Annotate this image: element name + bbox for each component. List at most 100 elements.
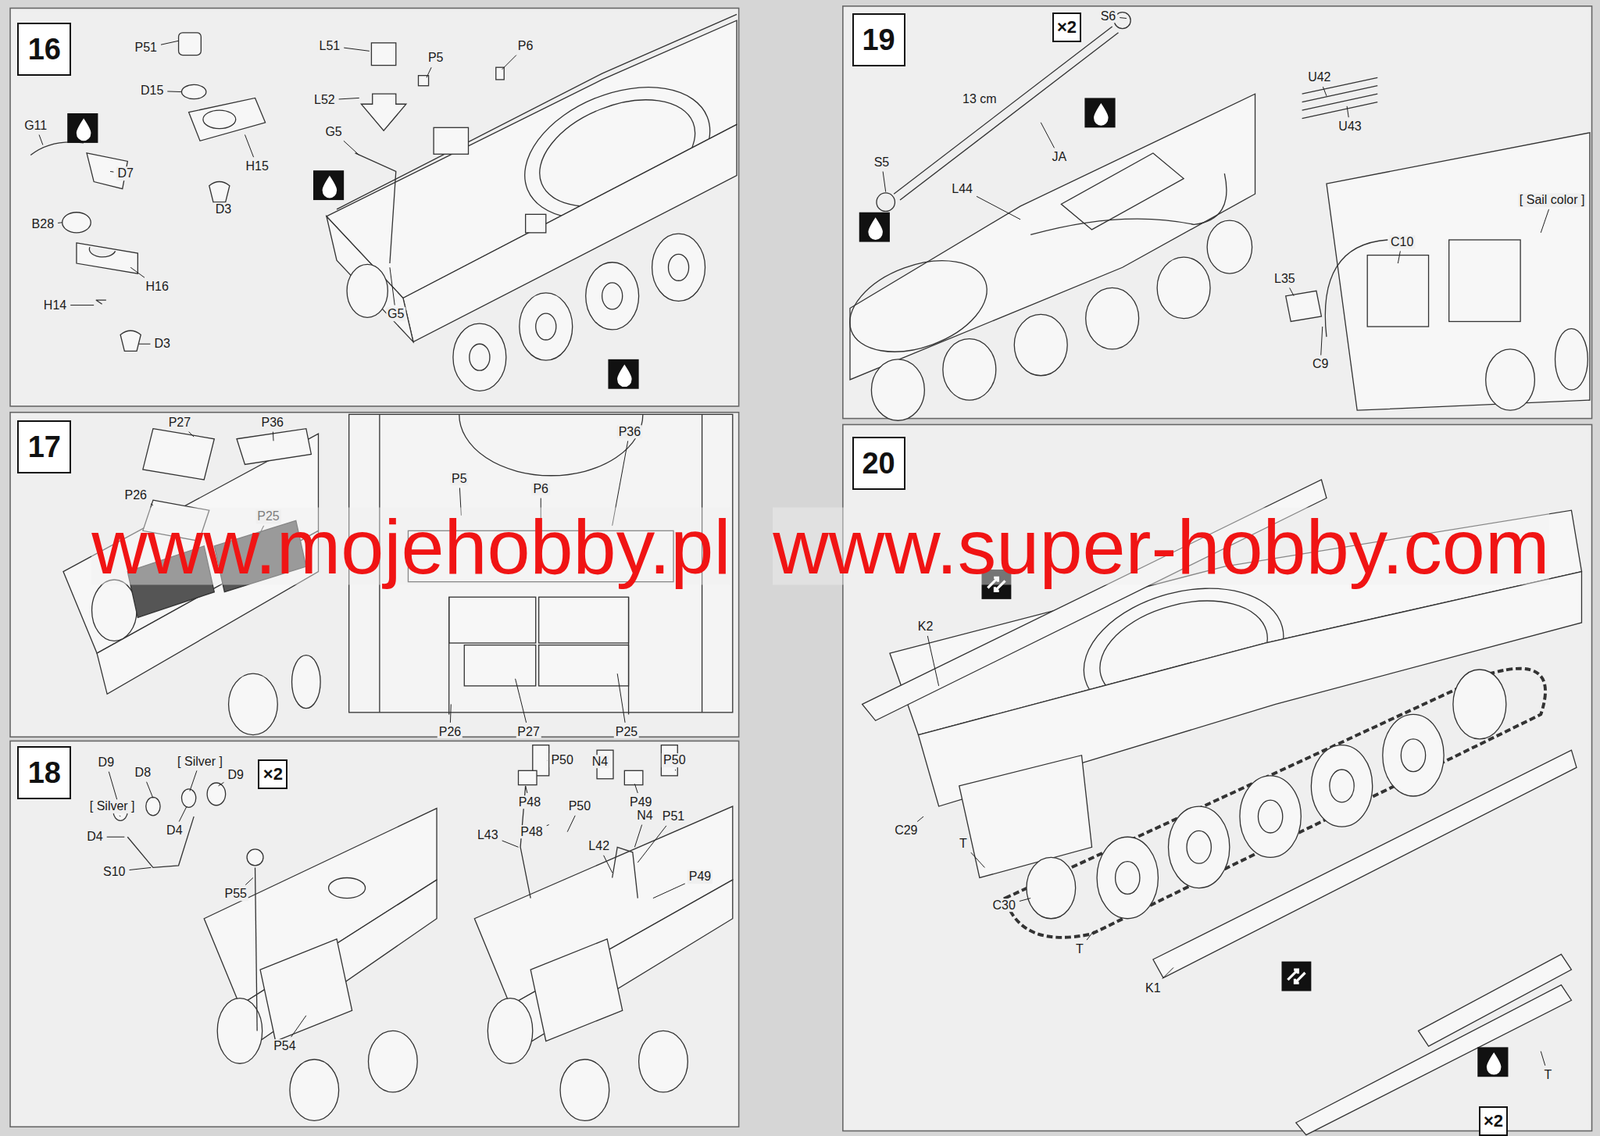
leader-line: [1540, 209, 1549, 233]
leader-line: [160, 40, 179, 45]
leader-line: [343, 47, 370, 51]
hull-drawing: [1449, 239, 1521, 322]
leader-line: [1119, 17, 1127, 19]
hull-drawing: [142, 428, 215, 480]
quantity-box: ×2: [1478, 1106, 1509, 1136]
part-label: D3: [214, 202, 233, 217]
part-label: D9: [96, 755, 116, 770]
hull-drawing: [181, 84, 206, 99]
step-panel: [10, 7, 740, 406]
leader-line: [167, 90, 182, 93]
leader-line: [139, 343, 151, 345]
leader-line: [917, 816, 924, 822]
part-label: C10: [1389, 235, 1415, 250]
hull-drawing: [1326, 132, 1590, 411]
glue-icon: [607, 359, 639, 390]
hull-drawing: [1085, 287, 1140, 349]
part-label: P50: [549, 753, 575, 768]
leader-line: [1162, 967, 1174, 979]
part-label: L44: [950, 182, 975, 197]
hull-drawing: [1060, 153, 1184, 230]
leader-line: [189, 770, 197, 791]
hull-drawing: [1302, 93, 1379, 111]
part-label: L43: [475, 828, 500, 843]
hull-drawing: [203, 110, 236, 129]
hull-drawing: [209, 182, 230, 203]
hull-drawing: [668, 253, 690, 281]
leader-line: [129, 867, 152, 870]
hull-drawing: [1014, 314, 1068, 375]
hull-drawing: [539, 596, 629, 643]
watermark: www.super-hobby.com: [772, 507, 1550, 585]
part-label: P6: [516, 39, 536, 54]
hull-drawing: [560, 1059, 610, 1121]
hull-drawing: [612, 846, 639, 898]
part-label: S10: [101, 864, 127, 879]
part-label: D4: [164, 824, 184, 839]
leader-line: [146, 782, 154, 799]
part-label: N4: [635, 808, 654, 823]
part-label: H16: [143, 279, 170, 294]
quantity-text: ×2: [1057, 18, 1077, 36]
leader-line: [502, 840, 519, 847]
hull-drawing: [1186, 830, 1211, 864]
hull-drawing: [1367, 255, 1429, 327]
hull-drawing: [326, 216, 414, 343]
hull-drawing: [30, 12, 1590, 1136]
part-label: P5: [426, 51, 446, 66]
leader-line: [515, 678, 527, 723]
hull-drawing: [368, 1030, 418, 1092]
step-number: 17: [28, 432, 61, 462]
hull-drawing: [518, 770, 538, 785]
hull-drawing: [510, 879, 733, 1051]
leader-line: [1397, 250, 1400, 264]
hull-drawing: [519, 292, 573, 361]
part-label: H15: [243, 159, 270, 174]
hull-drawing: [96, 300, 107, 304]
leader-line: [502, 55, 517, 70]
hull-drawing: [1555, 328, 1589, 390]
hull-drawing: [189, 97, 266, 141]
glue-drop: [76, 118, 92, 142]
part-label: P26: [437, 725, 463, 740]
step-panel: [10, 6, 1592, 1132]
hull-drawing: [639, 1030, 689, 1092]
hull-drawing: [525, 214, 547, 233]
part-label: U42: [1306, 70, 1333, 85]
glue-icon: [67, 97, 1508, 1077]
hull-drawing: [236, 428, 311, 465]
quantity-text: ×2: [1483, 1112, 1504, 1130]
glue-drop: [322, 175, 338, 199]
part-label: P50: [661, 753, 687, 768]
hull-drawing: [530, 939, 623, 1042]
part-label: B28: [30, 217, 56, 233]
hull-drawing: [246, 849, 264, 866]
part-label: T: [1074, 942, 1086, 957]
part-label: C9: [1310, 357, 1330, 372]
hull-drawing: [181, 789, 196, 808]
leader-line: [1346, 106, 1349, 118]
leader-line: [150, 503, 154, 506]
part-label: D15: [139, 83, 165, 98]
leader-line: [291, 1015, 307, 1037]
part-label: D8: [133, 765, 153, 780]
hull-drawing: [1005, 668, 1547, 938]
hull-drawing: [1296, 985, 1572, 1136]
hull-drawing: [207, 782, 226, 806]
hull-drawing: [1325, 239, 1388, 337]
part-label: N4: [590, 754, 610, 769]
part-label: P25: [614, 725, 640, 740]
part-label: T: [1542, 1067, 1554, 1083]
leader-line: [57, 221, 63, 224]
hull-drawing: [1382, 714, 1444, 797]
glue-drop: [867, 217, 883, 240]
part-label: L51: [317, 39, 343, 54]
hull-drawing: [62, 212, 92, 233]
hull-drawing: [1157, 257, 1211, 318]
leader-line: [675, 769, 676, 771]
part-label: P55: [222, 887, 248, 902]
hull-drawing: [120, 330, 141, 351]
part-label: P36: [617, 425, 643, 440]
part-label: S5: [872, 155, 892, 170]
leader-line: [70, 304, 94, 306]
